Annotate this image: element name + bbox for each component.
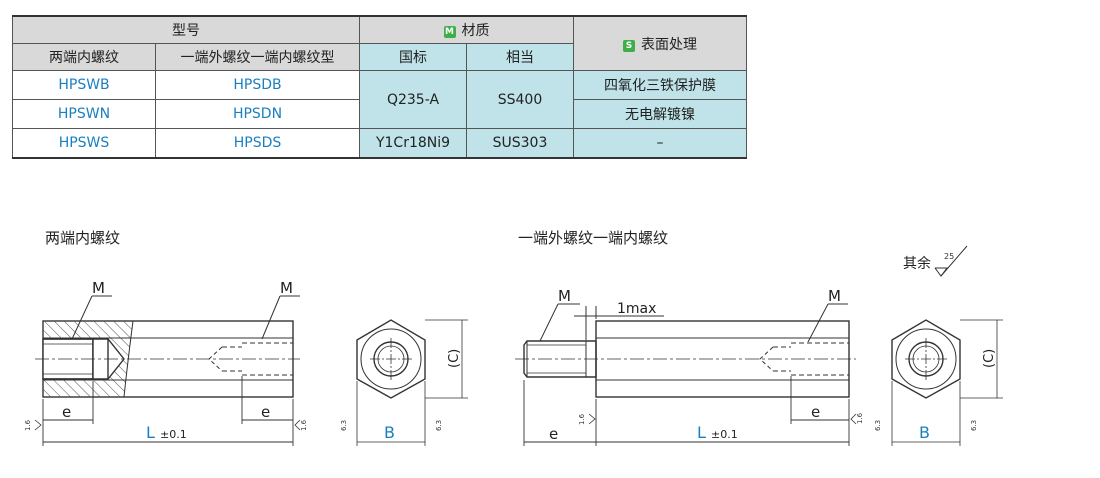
header-surface: S 表面处理	[573, 15, 747, 71]
roughness-value: 6.3	[435, 420, 443, 431]
header-one-ext-one-int: 一端外螺纹一端内螺纹型	[155, 43, 360, 71]
thread-label: M	[828, 287, 841, 305]
header-surface-label: 表面处理	[641, 36, 697, 53]
dim-B-label: B	[384, 423, 395, 442]
dim-L-label: L	[697, 423, 706, 442]
roughness-symbol-icon	[588, 413, 596, 425]
model-cell[interactable]: HPSDS	[155, 128, 360, 159]
dim-e-label: e	[62, 403, 71, 421]
dim-L-tolerance: ±0.1	[711, 428, 738, 441]
header-both-internal: 两端内螺纹	[12, 43, 156, 71]
dim-L-tolerance: ±0.1	[160, 428, 187, 441]
svg-text:25: 25	[944, 252, 954, 261]
hex-end-view-left	[356, 319, 468, 446]
roughness-symbol-icon	[850, 413, 857, 425]
model-cell[interactable]: HPSDB	[155, 70, 360, 100]
dim-C-label: (C)	[447, 349, 462, 368]
model-cell[interactable]: HPSDN	[155, 99, 360, 129]
thread-label: M	[280, 279, 293, 297]
surface-cell: 无电解镀镍	[573, 99, 747, 129]
hex-end-view-right	[891, 319, 1003, 446]
dim-C-label: (C)	[982, 349, 997, 368]
caption-both-internal: 两端内螺纹	[45, 229, 121, 247]
thread-leader	[71, 295, 300, 340]
ext-int-side-view	[515, 320, 856, 398]
material-cell: SS400	[466, 70, 574, 129]
header-model: 型号	[12, 15, 360, 44]
surface-cell: –	[573, 128, 747, 159]
surface-cell: 四氧化三铁保护膜	[573, 70, 747, 100]
model-cell[interactable]: HPSWB	[12, 70, 156, 100]
dim-L-label: L	[146, 423, 155, 442]
roughness-symbol-icon	[294, 419, 301, 431]
header-equivalent: 相当	[466, 43, 574, 71]
technical-drawing: 其余 25 M M	[24, 245, 1003, 446]
material-cell: Q235-A	[359, 70, 467, 129]
material-cell: Y1Cr18Ni9	[359, 128, 467, 159]
roughness-value: 1.6	[24, 419, 32, 431]
thread-label: M	[558, 287, 571, 305]
model-cell[interactable]: HPSWN	[12, 99, 156, 129]
header-material-label: 材质	[461, 23, 490, 39]
roughness-value: 1.6	[578, 413, 586, 425]
roughness-symbol-icon: 25	[934, 245, 968, 277]
roughness-symbol-icon	[34, 419, 42, 431]
model-cell[interactable]: HPSWS	[12, 128, 156, 159]
header-national: 国标	[359, 43, 467, 71]
dim-B-label: B	[919, 423, 930, 442]
caption-one-ext-one-int: 一端外螺纹一端内螺纹	[518, 229, 669, 247]
roughness-value: 6.3	[970, 420, 978, 431]
material-cell: SUS303	[466, 128, 574, 159]
roughness-value: 1.6	[300, 419, 308, 431]
dim-e-label: e	[549, 425, 558, 443]
dim-e-label: e	[261, 403, 270, 421]
roughness-value: 6.3	[340, 420, 348, 431]
both-internal-side-view	[35, 320, 300, 398]
surface-badge-icon: S	[623, 39, 635, 52]
dim-1max-label: 1max	[617, 301, 656, 317]
roughness-value: 1.6	[856, 412, 864, 424]
thread-leader	[539, 303, 848, 343]
spec-table: 型号 M 材质 S 表面处理 两端内螺纹 一端外螺纹一端内螺纹型 国标 相当 HPS…	[12, 15, 747, 159]
header-material: M 材质	[359, 15, 574, 44]
roughness-value: 6.3	[874, 420, 882, 431]
material-badge-icon: M	[443, 26, 456, 38]
dim-e-label: e	[811, 403, 820, 421]
roughness-other-label: 其余	[903, 255, 931, 272]
thread-label: M	[92, 279, 105, 297]
